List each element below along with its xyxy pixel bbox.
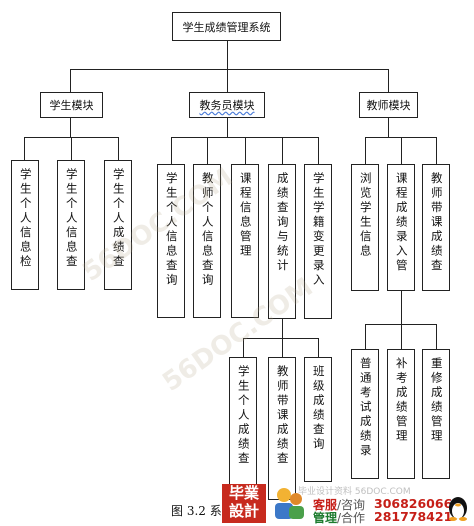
penguin-icon	[449, 497, 467, 521]
node-label: 浏览学生信息	[358, 172, 373, 259]
connector	[436, 324, 437, 350]
people-icon	[275, 488, 304, 519]
contact-label: 客服	[313, 498, 338, 512]
student-node-2: 学生个人信息查	[57, 160, 85, 290]
admin-node-3: 课程信息管理	[231, 164, 259, 318]
connector	[24, 137, 25, 161]
connector	[70, 117, 71, 138]
module-teacher: 教师模块	[359, 92, 418, 118]
watermark-site: 毕业设计资料 56DOC.COM	[298, 487, 411, 497]
node-label: 课程信息管理	[238, 172, 253, 259]
connector	[282, 318, 283, 339]
admin-node-5: 学生学籍变更录入	[304, 164, 332, 319]
connector	[401, 137, 402, 165]
connector	[365, 324, 366, 350]
contact-number: 281778421	[374, 509, 453, 524]
teacher-node-3: 教师带课成绩查	[422, 164, 450, 291]
connector	[318, 137, 319, 165]
teacher-node-1: 浏览学生信息	[351, 164, 379, 291]
node-label: 重修成绩管理	[429, 357, 444, 444]
connector	[227, 69, 228, 93]
node-label: 学生个人成绩查	[111, 168, 126, 270]
node-label: 学生学籍变更录入	[311, 172, 326, 288]
contact-label: 管理	[313, 511, 338, 525]
connector	[71, 137, 72, 161]
node-label: 普通考试成绩录	[358, 357, 373, 459]
teacher-sub-node-2: 补考成绩管理	[387, 349, 415, 479]
contact-row-1: 客服/咨询	[313, 496, 365, 513]
node-label: 教师带课成绩查	[429, 172, 444, 274]
node-label: 成绩查询与统计	[275, 172, 290, 274]
root-node-label: 学生成绩管理系统	[182, 20, 271, 34]
admin-node-2: 教师个人信息查询	[193, 164, 221, 318]
connector	[207, 137, 208, 165]
connector	[401, 324, 402, 350]
connector	[227, 117, 228, 138]
connector	[318, 338, 319, 358]
teacher-sub-node-1: 普通考试成绩录	[351, 349, 379, 479]
module-label: 教师模块	[366, 99, 411, 112]
connector	[365, 137, 366, 165]
node-label: 教师个人信息查询	[200, 172, 215, 288]
admin-sub-node-2: 教师带课成绩查	[268, 357, 296, 500]
connector	[388, 69, 389, 93]
admin-sub-node-1: 学生个人成绩查	[229, 357, 257, 500]
admin-sub-node-3: 班级成绩查询	[304, 357, 332, 482]
node-label: 学生个人信息查询	[164, 172, 179, 288]
connector	[118, 137, 119, 161]
module-admin: 教务员模块	[189, 92, 265, 118]
admin-node-4: 成绩查询与统计	[268, 164, 296, 319]
teacher-node-2: 课程成绩录入管	[387, 164, 415, 291]
connector	[388, 117, 389, 138]
connector	[70, 69, 71, 93]
connector	[245, 137, 246, 165]
student-node-1: 学生个人信息检	[11, 160, 39, 290]
module-student: 学生模块	[40, 92, 103, 118]
module-label: 学生模块	[49, 99, 94, 112]
node-label: 学生个人信息查	[64, 168, 79, 270]
module-label: 教务员模块	[199, 99, 255, 112]
root-node: 学生成绩管理系统	[172, 12, 281, 41]
connector	[436, 137, 437, 165]
contact-label-suffix: /合作	[337, 511, 366, 525]
figure-caption: 图 3.2 系	[171, 504, 222, 518]
student-node-3: 学生个人成绩查	[104, 160, 132, 290]
contact-number: 306826066	[374, 496, 453, 511]
node-label: 学生个人成绩查	[236, 365, 251, 467]
node-label: 补考成绩管理	[394, 357, 409, 444]
connector	[401, 290, 402, 325]
connector	[227, 40, 228, 70]
node-label: 班级成绩查询	[311, 365, 326, 452]
site-logo: 毕業 設計	[222, 484, 266, 523]
contact-row-2: 管理/合作	[313, 509, 365, 526]
admin-node-1: 学生个人信息查询	[157, 164, 185, 318]
connector	[243, 338, 318, 339]
connector	[282, 338, 283, 358]
connector	[171, 137, 172, 165]
node-label: 教师带课成绩查	[275, 365, 290, 467]
node-label: 学生个人信息检	[18, 168, 33, 270]
logo-text-bottom: 設計	[228, 502, 259, 520]
teacher-sub-node-3: 重修成绩管理	[422, 349, 450, 479]
connector	[70, 69, 388, 70]
connector	[282, 137, 283, 165]
connector	[243, 338, 244, 358]
contact-label-suffix: /咨询	[337, 498, 366, 512]
logo-text-top: 毕業	[228, 484, 259, 502]
node-label: 课程成绩录入管	[394, 172, 409, 274]
